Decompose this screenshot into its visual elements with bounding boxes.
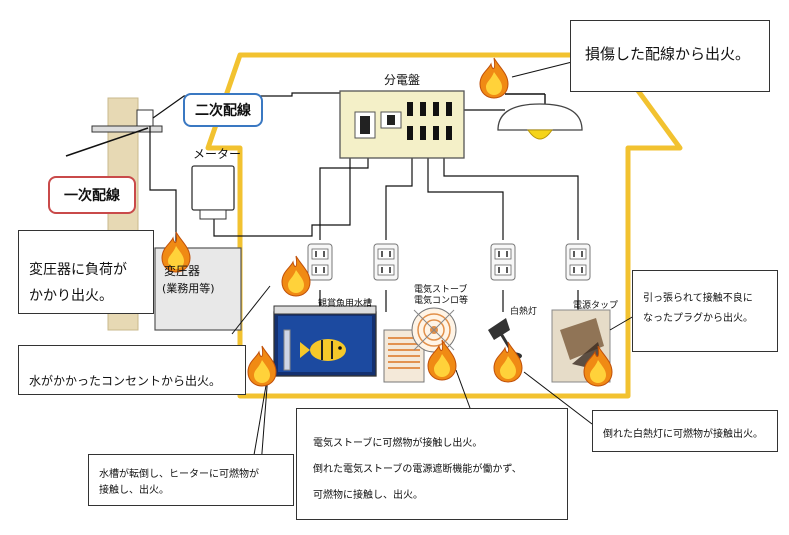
callout-lamp-fall-text: 倒れた白熱灯に可燃物が接触出火。 (603, 429, 763, 440)
lamp-icon (497, 93, 583, 140)
callout-stove-line3: 可燃物に接触し、出火。 (313, 490, 423, 501)
panel-label: 分電盤 (384, 73, 421, 87)
callout-stove-line2: 倒れた電気ストーブの電源遮断機能が働かず、 (313, 464, 522, 475)
aquarium-icon (273, 305, 377, 377)
callout-stove: 電気ストーブに可燃物が接触し出火。 倒れた電気ストーブの電源遮断機能が働かず、 … (296, 408, 568, 520)
callout-stove-line1: 電気ストーブに可燃物が接触し出火。 (313, 438, 483, 449)
wiring (149, 92, 579, 312)
callout-transformer-line1: 変圧器に負荷が (29, 262, 127, 278)
meter-icon (191, 165, 235, 220)
callout-transformer-line2: かかり出火。 (29, 288, 113, 304)
secondary-wiring-tag: 二次配線 (183, 93, 263, 127)
callout-plug-line1: 引っ張られて接触不良に (643, 293, 753, 304)
primary-wiring-tag: 一次配線 (48, 176, 136, 214)
callout-tank: 水槽が転倒し、ヒーターに可燃物が 接触し、出火。 (88, 454, 294, 506)
callout-lamp-fall: 倒れた白熱灯に可燃物が接触出火。 (592, 410, 778, 452)
callout-transformer: 変圧器に負荷が かかり出火。 (18, 230, 154, 314)
callout-outlet-water: 水がかかったコンセントから出火。 (18, 345, 246, 395)
pointer-lines (231, 285, 635, 506)
callout-tank-line2: 接触し、出火。 (99, 485, 169, 496)
callout-plug: 引っ張られて接触不良に なったプラグから出火。 (632, 270, 778, 352)
callout-damaged-wiring-text: 損傷した配線から出火。 (585, 45, 751, 63)
lamp-label: 白熱灯 (510, 307, 538, 317)
stove-label-line1: 電気ストーブ (414, 285, 468, 295)
callout-tank-line1: 水槽が転倒し、ヒーターに可燃物が (99, 469, 259, 480)
heater-icon (383, 307, 457, 383)
aquarium-label: 観賞魚用水槽 (318, 299, 373, 309)
transformer-label: 変圧器 (164, 264, 201, 278)
power-strip-label: 電源タップ (573, 301, 619, 311)
callout-outlet-water-text: 水がかかったコンセントから出火。 (29, 374, 222, 388)
distribution-panel (339, 90, 465, 159)
transformer-sub-label: (業務用等) (162, 282, 215, 295)
stove-label-line2: 電気コンロ等 (414, 296, 469, 306)
meter-label: メーター (193, 147, 242, 161)
callout-plug-line2: なったプラグから出火。 (643, 313, 753, 324)
callout-damaged-wiring: 損傷した配線から出火。 (570, 20, 770, 92)
